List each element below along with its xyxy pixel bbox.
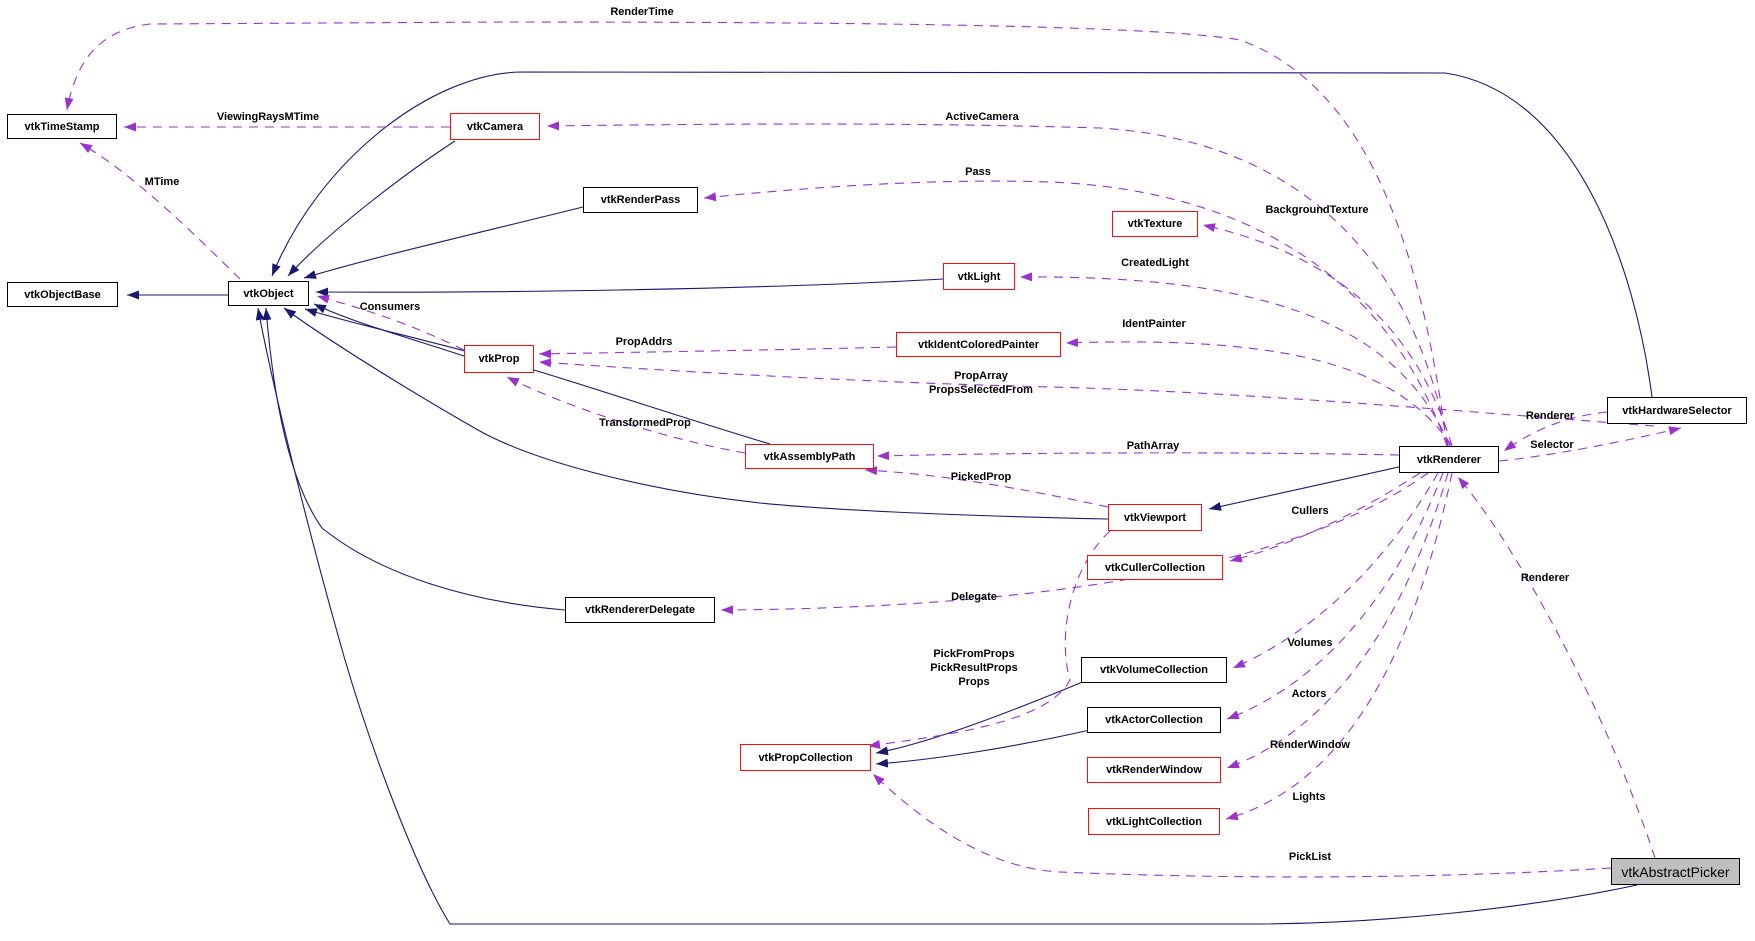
node-vtkAbstractPicker: vtkAbstractPicker xyxy=(1611,858,1740,885)
node-vtkTimeStamp[interactable]: vtkTimeStamp xyxy=(7,114,117,139)
node-vtkRenderWindow[interactable]: vtkRenderWindow xyxy=(1087,757,1221,783)
node-vtkViewport[interactable]: vtkViewport xyxy=(1108,504,1202,531)
edge-label-Volumes: Volumes xyxy=(1287,637,1333,649)
edge-PathArray xyxy=(876,451,1400,461)
edge-label-IdentPainter: IdentPainter xyxy=(1122,318,1186,330)
node-vtkIdentColoredPainter[interactable]: vtkIdentColoredPainter xyxy=(896,332,1061,357)
node-vtkActorCollection[interactable]: vtkActorCollection xyxy=(1087,707,1221,733)
edge-vtkRenderer-to-vtkViewport xyxy=(1208,466,1400,511)
edge-label-Pass: Pass xyxy=(965,166,991,178)
edge-vtkLight-to-vtkObject xyxy=(315,278,944,297)
node-vtkVolumeCollection[interactable]: vtkVolumeCollection xyxy=(1081,657,1227,683)
edge-ActiveCamera xyxy=(546,121,1449,447)
edge-PickList xyxy=(872,773,1612,878)
edge-label-Consumers: Consumers xyxy=(359,301,421,313)
edge-label-MTime: MTime xyxy=(144,176,180,188)
edge-PropAddrs xyxy=(538,346,897,359)
edge-vtkCamera-to-vtkObject xyxy=(287,140,456,277)
node-vtkAssemblyPath[interactable]: vtkAssemblyPath xyxy=(745,444,874,469)
edge-label-RenderWindow: RenderWindow xyxy=(1270,739,1350,751)
edge-TransformedProp xyxy=(506,376,746,454)
edge-CreatedLight xyxy=(1019,272,1451,447)
edge-label-Renderer-selector: Renderer xyxy=(1525,410,1575,422)
edge-label-PickList: PickList xyxy=(1288,851,1332,863)
node-vtkCullerCollection[interactable]: vtkCullerCollection xyxy=(1087,555,1223,580)
edge-Delegate xyxy=(720,472,1429,615)
node-vtkLightCollection[interactable]: vtkLightCollection xyxy=(1088,808,1220,835)
edge-vtkAssemblyPath-to-vtkObject xyxy=(304,308,771,445)
edge-label-Selector: Selector xyxy=(1530,439,1574,451)
edge-label-TransformedProp: TransformedProp xyxy=(599,417,691,429)
node-vtkRendererDelegate[interactable]: vtkRendererDelegate xyxy=(565,597,715,623)
edge-label-PathArray: PathArray xyxy=(1126,440,1180,452)
edge-RenderWindow xyxy=(1226,472,1449,769)
node-vtkObject[interactable]: vtkObject xyxy=(228,281,309,306)
edge-label-PropArray: PropArray PropsSelectedFrom xyxy=(929,370,1033,396)
node-vtkPropCollection[interactable]: vtkPropCollection xyxy=(740,744,871,771)
node-vtkLight[interactable]: vtkLight xyxy=(943,263,1015,290)
edge-label-RenderTime: RenderTime xyxy=(610,6,674,18)
edge-label-PickedProp: PickedProp xyxy=(950,471,1012,483)
edge-IdentPainter xyxy=(1065,338,1453,447)
edge-Renderer-of-selector xyxy=(1503,411,1608,452)
node-vtkHardwareSelector[interactable]: vtkHardwareSelector xyxy=(1607,397,1747,424)
edge-label-PickProps: PickFromProps PickResultProps Props xyxy=(930,648,1018,688)
edge-label-PropAddrs: PropAddrs xyxy=(615,336,673,348)
edge-label-BackgroundTexture: BackgroundTexture xyxy=(1265,204,1369,216)
edge-label-ViewingRaysMTime: ViewingRaysMTime xyxy=(216,111,320,123)
edge-label-Actors: Actors xyxy=(1291,688,1327,700)
edge-Selector xyxy=(1498,426,1682,462)
node-vtkRenderPass[interactable]: vtkRenderPass xyxy=(583,187,698,213)
edge-Consumers xyxy=(316,294,465,351)
edge-vtkViewport-to-vtkObject xyxy=(283,307,1109,520)
edge-vtkRenderPass-to-vtkObject xyxy=(303,206,584,279)
edge-vtkAbstractPicker-to-vtkObject xyxy=(255,307,1638,925)
edge-PropArray xyxy=(538,358,1655,427)
edge-label-Renderer-picker: Renderer xyxy=(1520,572,1570,584)
edge-RenderTime xyxy=(64,21,1448,447)
edge-PickedProp xyxy=(864,466,1109,508)
node-vtkObjectBase[interactable]: vtkObjectBase xyxy=(7,282,118,307)
edge-label-CreatedLight: CreatedLight xyxy=(1121,257,1189,269)
edge-BackgroundTexture xyxy=(1202,223,1453,447)
edge-label-Lights: Lights xyxy=(1292,791,1326,803)
edge-MTime xyxy=(79,142,241,280)
node-vtkCamera[interactable]: vtkCamera xyxy=(450,113,540,140)
edge-vtkHardwareSelector-to-vtkObject xyxy=(271,71,1653,398)
node-vtkRenderer[interactable]: vtkRenderer xyxy=(1399,446,1499,473)
edge-Pass xyxy=(703,180,1448,447)
edge-vtkVolumeCollection-to-vtkPropCollection xyxy=(875,680,1086,756)
edge-label-ActiveCamera: ActiveCamera xyxy=(945,111,1019,123)
edge-vtkActorCollection-to-vtkPropCollection xyxy=(875,729,1091,768)
node-vtkProp[interactable]: vtkProp xyxy=(464,345,534,373)
edge-Lights xyxy=(1225,472,1453,821)
edge-label-Delegate: Delegate xyxy=(951,591,997,603)
edge-Renderer-of-picker xyxy=(1457,476,1656,859)
node-vtkTexture[interactable]: vtkTexture xyxy=(1112,211,1198,237)
edge-label-Cullers: Cullers xyxy=(1291,505,1329,517)
edge-Actors xyxy=(1226,472,1444,720)
edge-Volumes xyxy=(1232,472,1439,669)
edge-PickFromProps xyxy=(867,530,1111,749)
